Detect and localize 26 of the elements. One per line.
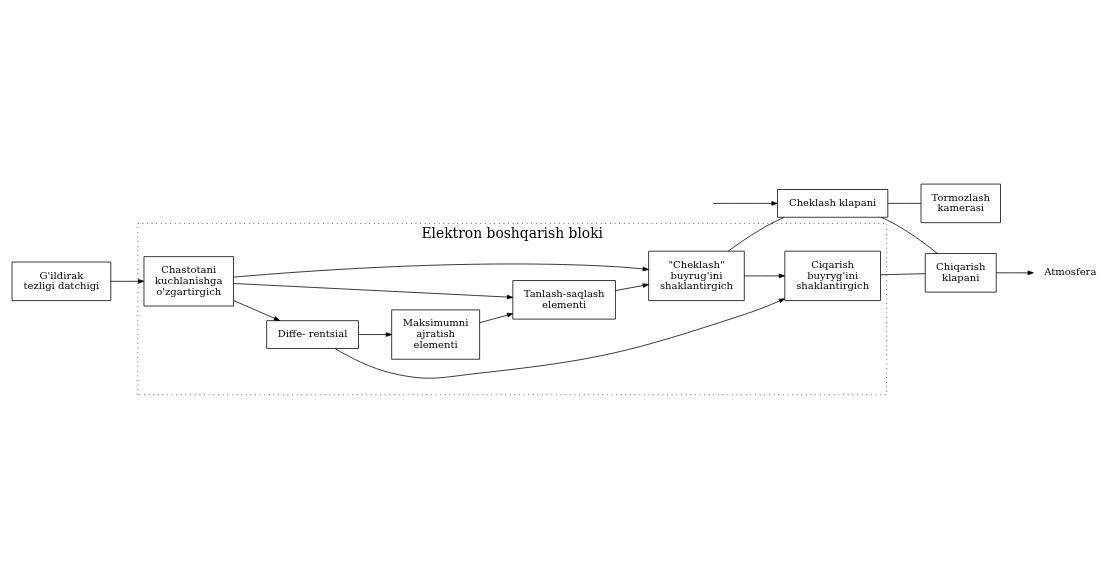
arrow bbox=[110, 279, 145, 284]
node-box: Chiqarish klapani bbox=[924, 253, 997, 293]
arrow bbox=[479, 312, 514, 324]
arrow bbox=[233, 283, 514, 300]
arrow bbox=[743, 273, 785, 279]
arrow bbox=[995, 270, 1034, 276]
arrow bbox=[615, 283, 649, 291]
connector bbox=[727, 217, 785, 252]
arrow bbox=[233, 300, 280, 321]
node-box: Tormozlash kamerasi bbox=[920, 183, 1001, 224]
node-box: Diffe- rentsial bbox=[266, 320, 359, 349]
connector bbox=[887, 203, 922, 204]
connector bbox=[880, 216, 938, 254]
node-text: Atmosfera bbox=[1044, 266, 1097, 278]
arrow bbox=[712, 201, 778, 206]
arrow bbox=[233, 263, 649, 278]
connector bbox=[880, 273, 926, 276]
node-box: G'ildirak tezligi datchigi bbox=[11, 261, 112, 301]
node-box: Maksimumni ajratish elementi bbox=[391, 309, 481, 360]
node-box: Chastotani kuchlanishga o'zgartirgich bbox=[143, 256, 234, 307]
node-box: Tanlash-saqlash elementi bbox=[512, 280, 616, 320]
arrow bbox=[358, 332, 392, 337]
node-box: "Cheklash" buyrug'ini shaklantirgich bbox=[648, 250, 745, 301]
node-box: Ciqarish buyryg'ini shaklantirgich bbox=[784, 250, 881, 301]
arrow bbox=[334, 298, 785, 379]
node-box: Cheklash klapani bbox=[777, 189, 889, 218]
